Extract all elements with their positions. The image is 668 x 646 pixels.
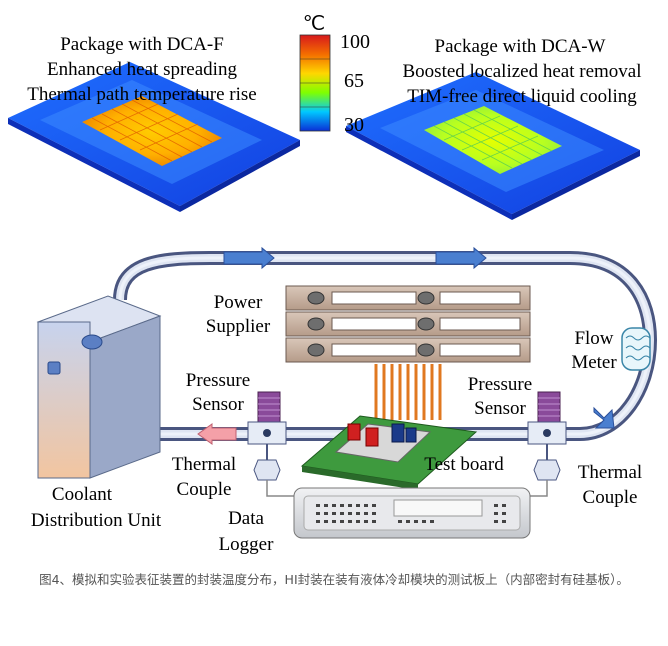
flow-arrow-right: [593, 406, 615, 429]
data-logger: [266, 480, 548, 539]
figure-caption: 图4、模拟和实验表征装置的封装温度分布，HI封装在装有液体冷却模块的测试板上（内…: [39, 572, 629, 587]
data-logger-label-1: Data: [228, 508, 264, 529]
data-logger-label-2: Logger: [219, 534, 275, 555]
figure: Package with DCA-F Enhanced heat spreadi…: [8, 13, 658, 555]
test-board: [300, 415, 478, 490]
flow-arrow-top-right: [435, 246, 487, 270]
flow-meter: [621, 327, 651, 371]
dca-f-line2: Enhanced heat spreading: [47, 59, 237, 80]
dca-w-title: Package with DCA-W: [435, 36, 606, 57]
pressure-sensor-left-label-2: Sensor: [192, 394, 244, 415]
colorbar: ℃ 100 65 30: [299, 13, 370, 136]
flow-meter-label-1: Flow: [574, 328, 613, 349]
pressure-sensor-left: [247, 391, 287, 445]
dca-f-line3: Thermal path temperature rise: [27, 84, 256, 105]
thermal-couple-left: [253, 444, 281, 481]
flow-meter-label-2: Meter: [571, 352, 617, 373]
thermal-couple-right-label-2: Couple: [583, 487, 638, 508]
pressure-sensor-right: [527, 391, 567, 445]
colorbar-mid: 65: [344, 70, 364, 92]
coolant-loop: [113, 246, 658, 445]
power-supplier-label-2: Supplier: [206, 316, 271, 337]
pressure-sensor-right-label-1: Pressure: [468, 374, 532, 395]
test-board-label: Test board: [424, 454, 504, 475]
pressure-sensor-left-label-1: Pressure: [186, 370, 250, 391]
thermal-couple-left-label-1: Thermal: [172, 454, 236, 475]
pressure-sensor-right-label-2: Sensor: [474, 398, 526, 419]
cdu-label-1: Coolant: [52, 484, 113, 505]
thermal-couple-right: [533, 444, 561, 481]
thermal-map-dca-f: [8, 62, 300, 212]
thermal-couple-left-label-2: Couple: [177, 479, 232, 500]
dca-f-title: Package with DCA-F: [60, 34, 224, 55]
power-supplier: [285, 285, 531, 420]
power-supplier-label-1: Power: [214, 292, 263, 313]
coolant-distribution-unit: [36, 295, 162, 479]
cdu-label-2: Distribution Unit: [31, 510, 162, 531]
flow-arrow-return: [197, 423, 237, 445]
dca-w-line3: TIM-free direct liquid cooling: [407, 86, 637, 107]
flow-arrow-top-left: [223, 246, 275, 270]
colorbar-max: 100: [340, 31, 370, 53]
thermal-map-dca-w: [346, 72, 640, 220]
colorbar-unit: ℃: [303, 13, 325, 35]
thermal-couple-right-label-1: Thermal: [578, 462, 642, 483]
dca-w-line2: Boosted localized heat removal: [403, 61, 642, 82]
colorbar-min: 30: [344, 114, 364, 136]
